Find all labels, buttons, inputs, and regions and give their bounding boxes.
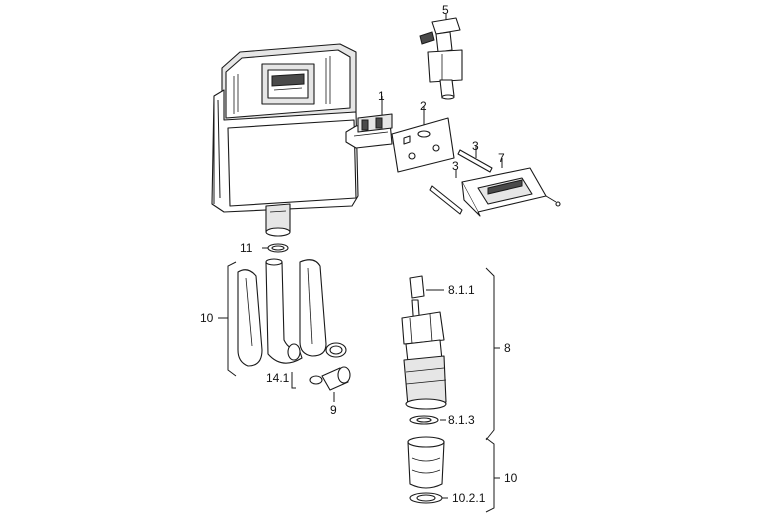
label-7: 7 <box>498 151 505 165</box>
label-8: 8 <box>504 341 511 355</box>
label-3a: 3 <box>472 139 479 153</box>
label-9: 9 <box>330 403 337 417</box>
label-14-1: 14.1 <box>266 371 290 385</box>
label-3b: 3 <box>452 159 459 173</box>
label-1: 1 <box>378 89 385 103</box>
bracket <box>345 96 393 149</box>
flush-valve-housing <box>407 436 500 513</box>
label-10a: 10 <box>200 311 214 325</box>
label-10b: 10 <box>504 471 518 485</box>
label-8-1-3: 8.1.3 <box>448 413 475 427</box>
fill-valve <box>419 14 463 100</box>
label-5: 5 <box>442 3 449 17</box>
label-10-2-1: 10.2.1 <box>452 491 486 505</box>
label-2: 2 <box>420 99 427 113</box>
label-8-1-1: 8.1.1 <box>448 283 475 297</box>
actuator-frame <box>461 158 561 217</box>
label-11: 11 <box>240 241 253 255</box>
flush-pipe-set <box>218 258 347 377</box>
o-ring <box>262 243 289 253</box>
flush-valve <box>401 267 500 441</box>
mounting-plate <box>391 106 455 173</box>
threaded-rods <box>429 146 493 215</box>
part-labels: 5 1 2 3 7 3 11 10 14.1 9 8.1.1 8 8.1.3 1… <box>200 3 518 505</box>
pipe-connector <box>291 366 351 402</box>
cistern <box>211 43 359 237</box>
